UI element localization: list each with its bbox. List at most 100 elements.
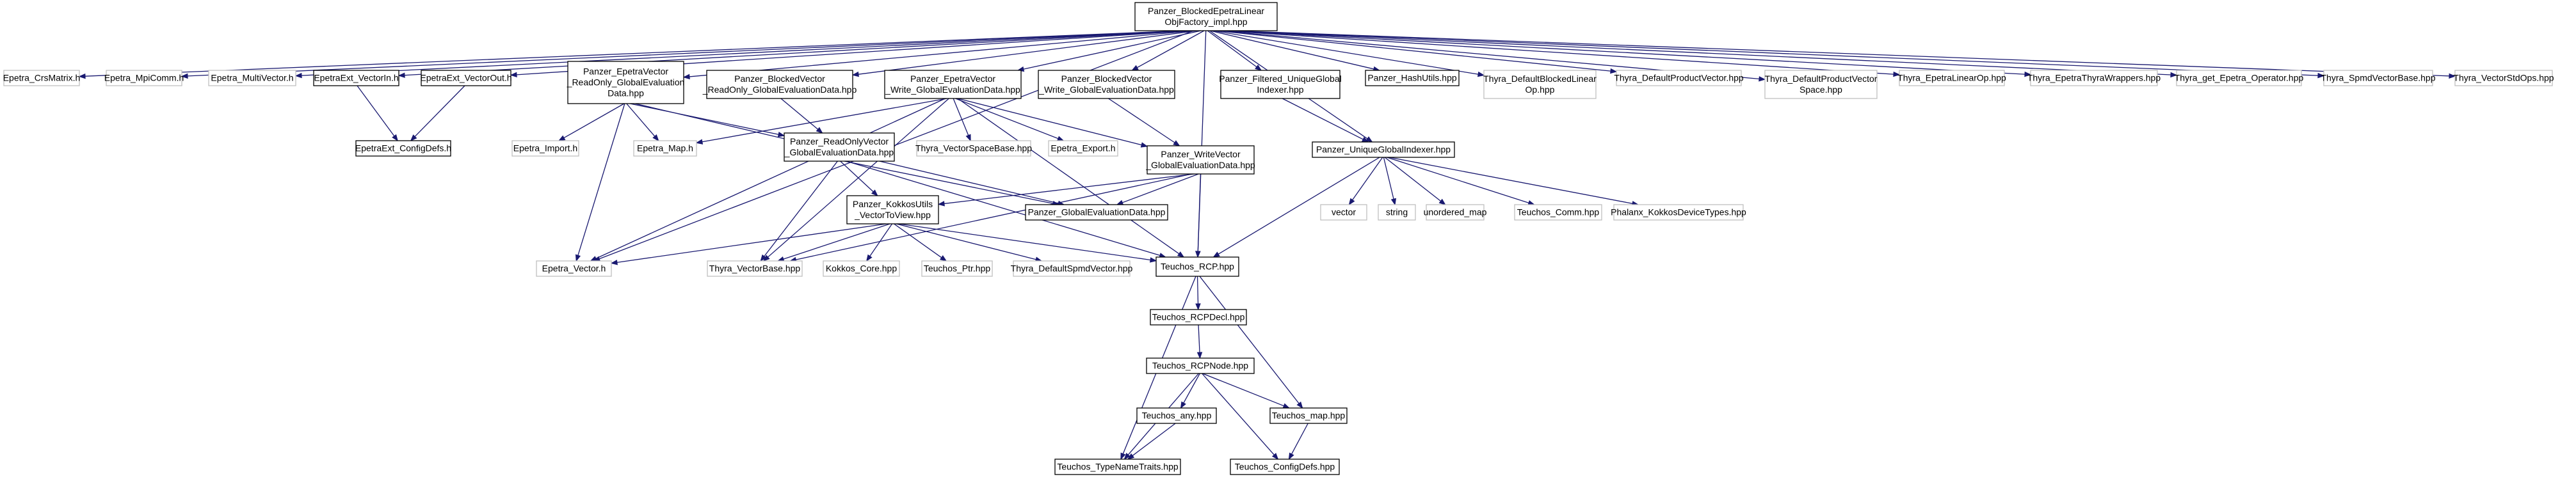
node-pugi[interactable]: Panzer_UniqueGlobalIndexer.hpp: [1312, 141, 1455, 158]
node-tmap[interactable]: Teuchos_map.hpp: [1269, 407, 1348, 424]
edge-pbv_w-to-pwv: [1108, 98, 1180, 146]
node-pku[interactable]: Panzer_KokkosUtils_VectorToView.hpp: [846, 195, 939, 224]
node-box: [823, 260, 900, 277]
node-pev_ro[interactable]: Panzer_EpetraVector_ReadOnly_GlobalEvalu…: [567, 61, 685, 104]
node-pbv_w[interactable]: Panzer_BlockedVector_Write_GlobalEvaluat…: [1038, 70, 1175, 99]
node-box: [1483, 70, 1597, 99]
edge-root-to-tdbl: [1212, 30, 1485, 77]
node-root[interactable]: Panzer_BlockedEpetraLinearObjFactory_imp…: [1134, 2, 1278, 31]
arrowhead-icon: [1271, 453, 1279, 460]
node-box: [1220, 70, 1340, 99]
node-pged[interactable]: Panzer_GlobalEvaluationData.hpp: [1025, 204, 1168, 221]
edge-line: [1384, 157, 1442, 201]
node-vin[interactable]: EpetraExt_VectorIn.h: [313, 70, 399, 86]
node-kcore: Kokkos_Core.hpp: [823, 260, 900, 277]
edge-line: [1221, 30, 1894, 75]
arrowhead-icon: [398, 72, 405, 78]
edge-line: [1122, 173, 1199, 203]
edge-pku-to-tptr: [894, 223, 947, 262]
node-label: Epetra_Map.h: [637, 143, 693, 153]
edge-tmap-to-tcd: [1288, 423, 1308, 460]
edge-line: [1198, 324, 1200, 353]
edge-root-to-pfug: [1207, 30, 1262, 71]
edge-line: [1210, 30, 1374, 70]
edge-pev_w-to-trcp: [957, 98, 1185, 258]
edge-line: [689, 30, 1195, 77]
edge-line: [404, 30, 1189, 76]
node-box: [1899, 70, 2005, 86]
node-box: [3, 70, 80, 86]
node-trcpd[interactable]: Teuchos_RCPDecl.hpp: [1150, 309, 1247, 326]
arrowhead-icon: [1195, 303, 1201, 311]
node-vout[interactable]: EpetraExt_VectorOut.h: [420, 70, 512, 86]
edge-trcpd-to-trcpn: [1196, 324, 1203, 359]
node-tgeo: Thyra_get_Epetra_Operator.hpp: [2175, 70, 2304, 86]
node-pwv[interactable]: Panzer_WriteVector_GlobalEvaluationData.…: [1145, 145, 1255, 175]
node-label: _Write_GlobalEvaluationData.hpp: [1038, 84, 1174, 95]
edge-pwv-to-pku: [937, 173, 1195, 207]
edge-line: [1215, 30, 1611, 72]
edge-line: [1291, 423, 1308, 455]
edge-line: [1199, 276, 1300, 404]
arrowhead-icon: [1116, 200, 1124, 205]
node-tvsb: Thyra_VectorSpaceBase.hpp: [915, 140, 1032, 157]
node-box: [2323, 70, 2433, 86]
node-label: Epetra_Export.h: [1051, 143, 1115, 153]
edge-line: [1023, 30, 1202, 70]
edge-line: [764, 161, 838, 257]
node-trcpn[interactable]: Teuchos_RCPNode.hpp: [1146, 357, 1255, 374]
edge-line: [780, 98, 819, 130]
node-pbv_ro[interactable]: Panzer_BlockedVector_ReadOnly_GlobalEval…: [702, 70, 857, 99]
node-eexp: Epetra_Export.h: [1048, 140, 1118, 157]
node-phash[interactable]: Panzer_HashUtils.hpp: [1365, 70, 1460, 86]
arrowhead-icon: [851, 71, 859, 77]
edge-pev_ro-to-evec: [575, 103, 625, 262]
arrowhead-icon: [760, 254, 767, 262]
node-label: Indexer.hpp: [1257, 84, 1303, 95]
node-multi: Epetra_MultiVector.h: [208, 70, 296, 86]
edge-root-to-tdpv: [1215, 30, 1618, 74]
edge-pro-to-pku: [840, 161, 878, 196]
edge-pev_w-to-tvsb: [953, 98, 971, 142]
node-ecd[interactable]: EpetraExt_ConfigDefs.h: [355, 140, 451, 157]
arrowhead-icon: [392, 134, 398, 142]
node-tdpv: Thyra_DefaultProductVector.hpp: [1614, 70, 1744, 86]
node-box: [1320, 204, 1367, 221]
node-label: Panzer_GlobalEvaluationData.hpp: [1028, 207, 1166, 217]
node-label: Panzer_BlockedVector: [1061, 74, 1152, 84]
node-pev_w[interactable]: Panzer_EpetraVector_Write_GlobalEvaluati…: [884, 70, 1022, 99]
edge-line: [1223, 30, 2025, 75]
node-pro[interactable]: Panzer_ReadOnlyVector_GlobalEvaluationDa…: [784, 132, 895, 162]
node-tany[interactable]: Teuchos_any.hpp: [1136, 407, 1217, 424]
node-trcp[interactable]: Teuchos_RCP.hpp: [1155, 256, 1239, 277]
nodes-layer: Panzer_BlockedEpetraLinearObjFactory_imp…: [3, 2, 2554, 475]
arrowhead-icon: [1255, 64, 1262, 71]
node-ttnt[interactable]: Teuchos_TypeNameTraits.hpp: [1054, 459, 1181, 475]
node-label: _ReadOnly_GlobalEvaluation: [567, 77, 685, 88]
node-box: [1013, 260, 1131, 277]
node-label: ObjFactory_impl.hpp: [1164, 17, 1247, 27]
edge-line: [1389, 157, 1633, 204]
node-box: [536, 260, 612, 277]
node-box: [1230, 459, 1340, 475]
node-tvb: Thyra_VectorBase.hpp: [707, 260, 803, 277]
node-label: string: [1386, 207, 1408, 217]
node-label: Thyra_DefaultProductVector.hpp: [1614, 73, 1744, 83]
node-label: Teuchos_RCP.hpp: [1161, 262, 1234, 272]
edges-layer: [78, 30, 2456, 460]
edge-pugi-to-trcp: [1212, 157, 1380, 258]
edge-line: [1227, 30, 2171, 75]
node-label: vector: [1332, 207, 1356, 217]
node-box: [1312, 141, 1455, 158]
node-pfug[interactable]: Panzer_Filtered_UniqueGlobalIndexer.hpp: [1219, 70, 1342, 99]
edge-line: [1108, 98, 1175, 143]
node-label: Teuchos_Ptr.hpp: [924, 263, 991, 274]
node-box: [567, 61, 684, 104]
edge-line: [616, 223, 887, 263]
node-box: [2176, 70, 2302, 86]
edge-line: [595, 98, 946, 259]
arrowhead-icon: [1196, 352, 1203, 359]
edge-pku-to-tdsv: [896, 223, 1043, 262]
node-box: [1155, 256, 1239, 277]
node-tcd[interactable]: Teuchos_ConfigDefs.hpp: [1230, 459, 1340, 475]
